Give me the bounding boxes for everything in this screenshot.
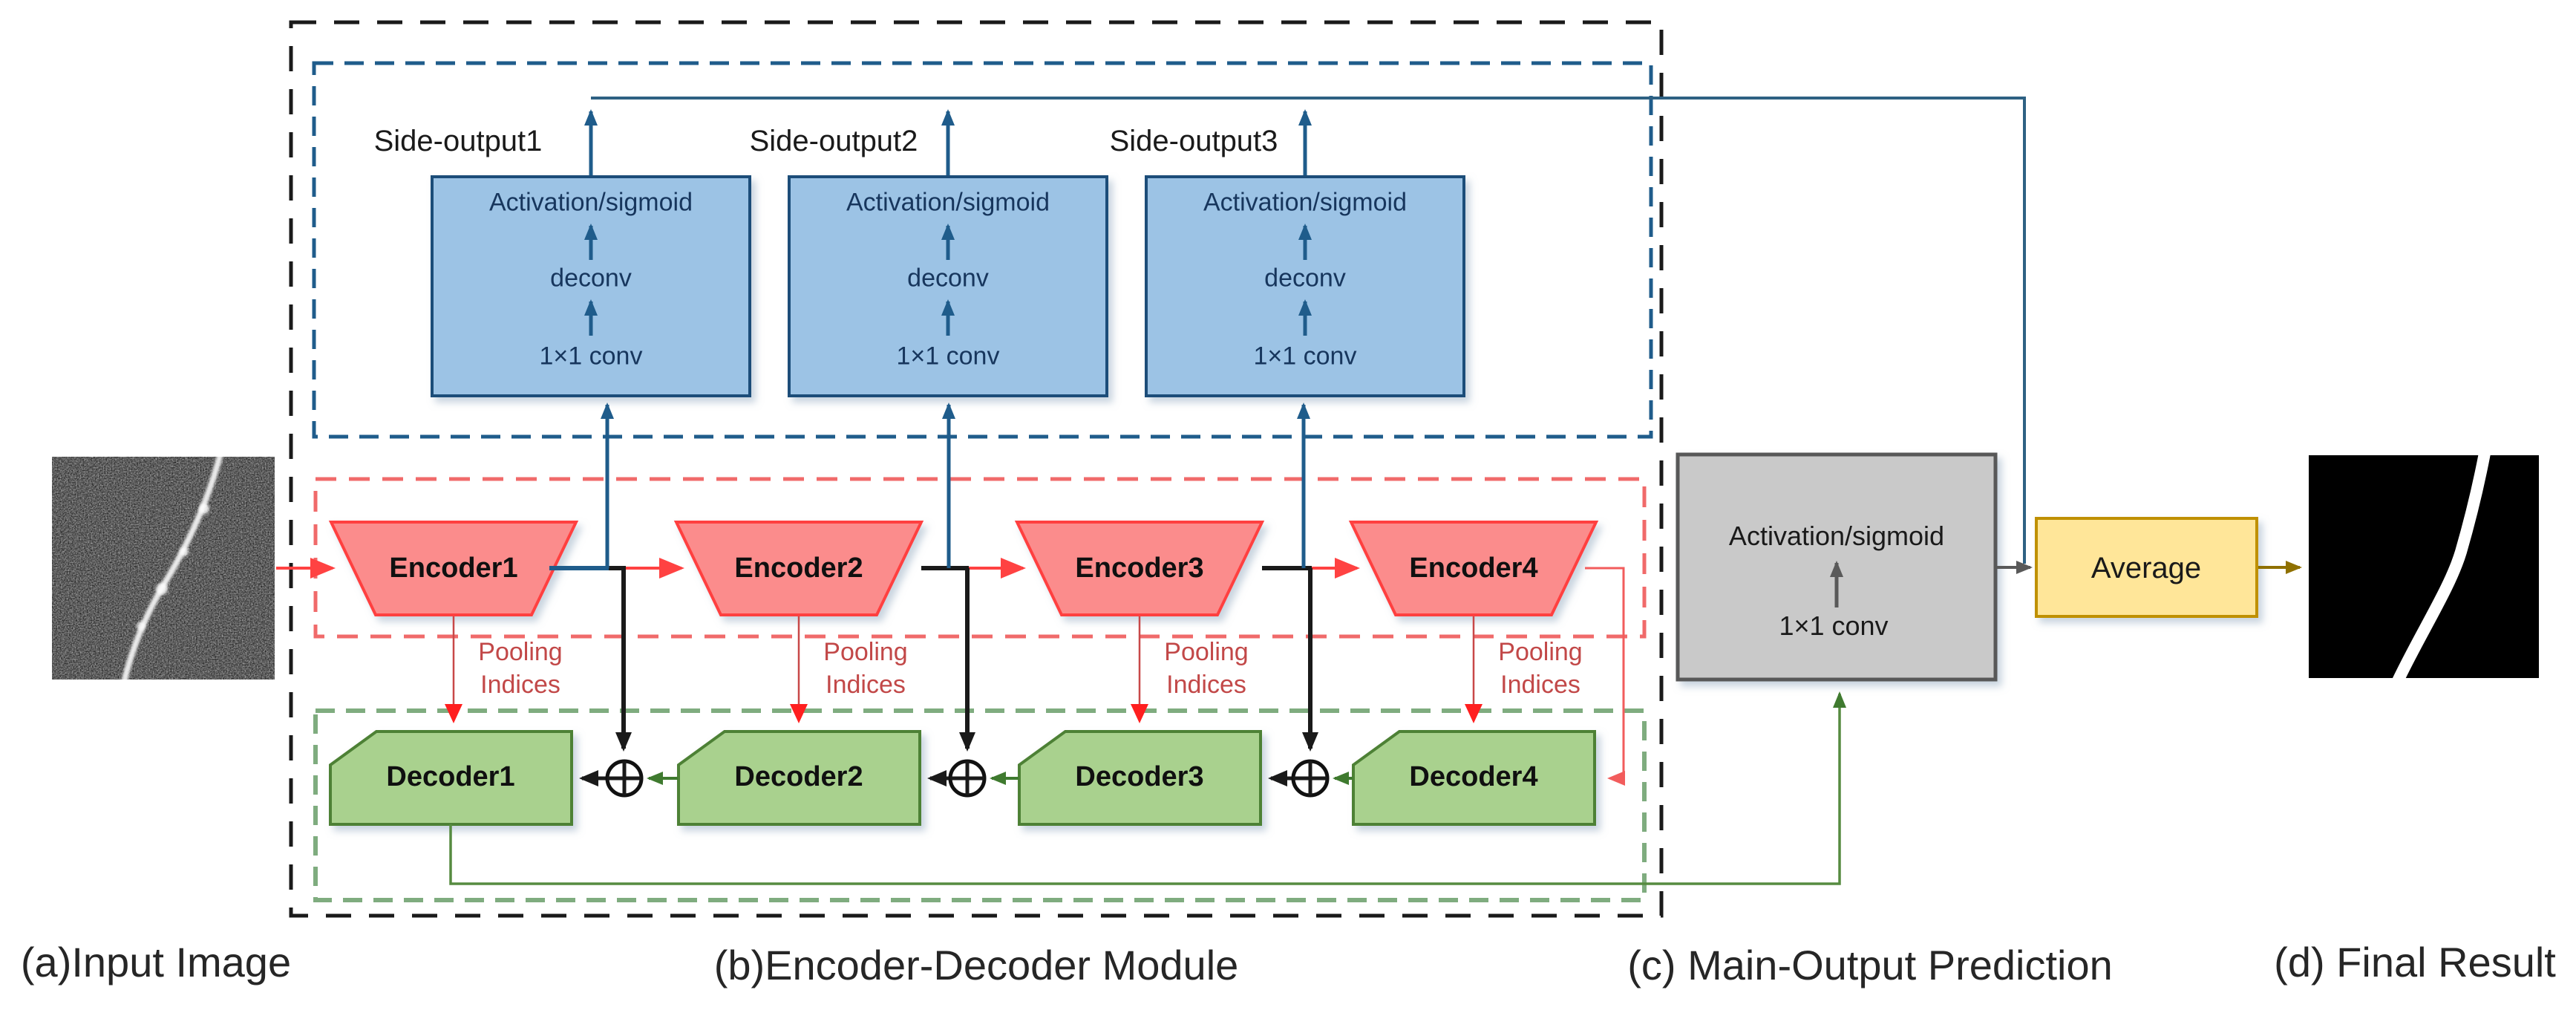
circle-plus-icon	[1291, 759, 1330, 798]
average-box	[2035, 517, 2258, 618]
side-output3-box	[1145, 175, 1465, 397]
encoder4-shape	[1348, 521, 1599, 616]
decoder3-shape	[1018, 730, 1262, 826]
encoder-decoder-module-outline	[289, 20, 1664, 918]
side-output3-label: Side-output3	[1109, 125, 1278, 157]
encoder4-label: Encoder4	[1409, 553, 1538, 584]
encoder1-shape	[328, 521, 579, 616]
circle-plus-icon	[948, 759, 987, 798]
final-result-image	[2309, 455, 2539, 678]
encoder2-shape	[673, 521, 924, 616]
encoder4-to-decoder4-line	[1585, 567, 1625, 786]
circle-plus-icon	[605, 759, 644, 798]
side-output2-deconv-label: deconv	[907, 264, 989, 293]
encoder1-label: Encoder1	[389, 553, 518, 584]
side-output3-deconv-label: deconv	[1264, 264, 1346, 293]
decoder1-to-main-output-line	[449, 691, 1846, 885]
side-output-internal-arrows	[584, 224, 1312, 336]
decoder1-label: Decoder1	[386, 761, 515, 793]
side-output3-conv-label: 1×1 conv	[1253, 342, 1357, 371]
decoder3-label: Decoder3	[1075, 761, 1204, 793]
encoder2-label: Encoder2	[734, 553, 863, 584]
decoder4-label: Decoder4	[1409, 761, 1538, 793]
main-output-box	[1676, 452, 1998, 682]
decoder4-shape	[1352, 730, 1596, 826]
caption-encoder-decoder-module: (b)Encoder-Decoder Module	[713, 942, 1239, 989]
side-output2-conv-label: 1×1 conv	[896, 342, 1000, 371]
side-output1-box	[431, 175, 751, 397]
side-output2-box	[788, 175, 1108, 397]
side-output2-label: Side-output2	[749, 125, 918, 157]
encoder3-shape	[1014, 521, 1265, 616]
caption-final-result: (d) Final Result	[2274, 939, 2556, 986]
side-output-group-outline	[312, 61, 1653, 439]
average-label: Average	[2090, 552, 2202, 584]
decoder2-label: Decoder2	[734, 761, 863, 793]
side-output2-activation-label: Activation/sigmoid	[846, 188, 1050, 217]
caption-main-output-prediction: (c) Main-Output Prediction	[1627, 942, 2113, 989]
caption-input-image: (a)Input Image	[20, 939, 292, 986]
side-output1-activation-label: Activation/sigmoid	[488, 188, 693, 217]
side-output1-label: Side-output1	[373, 125, 543, 157]
side-output1-conv-label: 1×1 conv	[539, 342, 643, 371]
encoder3-label: Encoder3	[1075, 553, 1204, 584]
decoder2-shape	[677, 730, 921, 826]
main-output-conv-label: 1×1 conv	[1779, 610, 1889, 642]
main-output-activation-label: Activation/sigmoid	[1728, 521, 1945, 552]
side-output3-activation-label: Activation/sigmoid	[1203, 188, 1408, 217]
side-output-collector-line	[591, 97, 2026, 564]
input-image	[52, 457, 275, 680]
side-output1-deconv-label: deconv	[550, 264, 632, 293]
